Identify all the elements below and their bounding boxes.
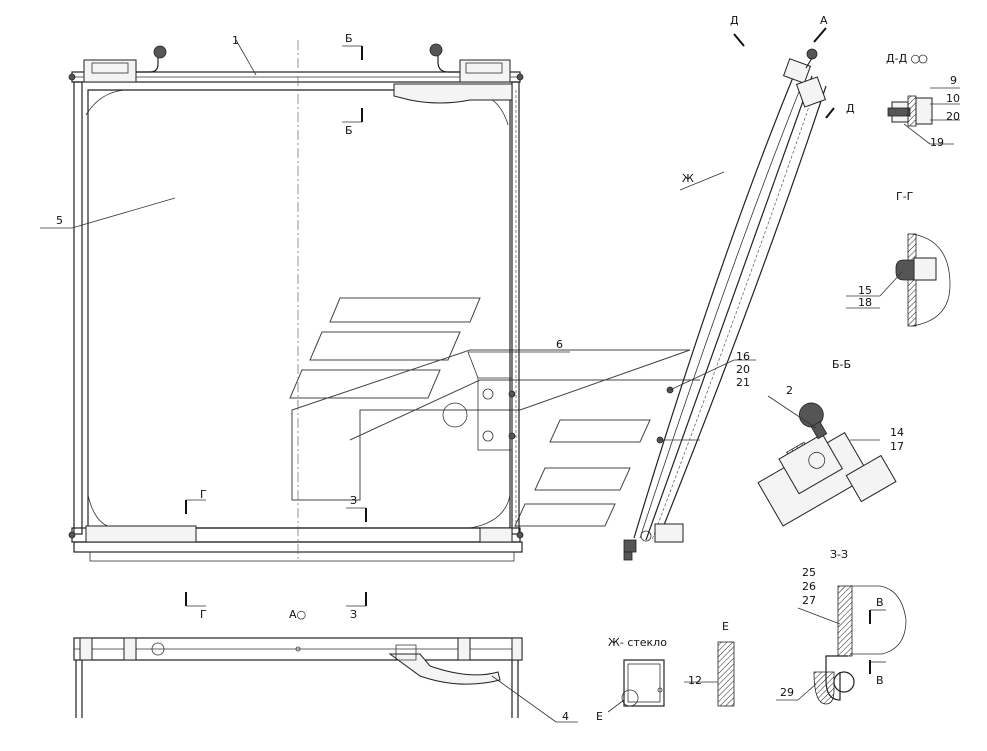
- callout-2: 2: [786, 384, 793, 397]
- main-front-view: [40, 39, 570, 607]
- section-mark-B-top: Б: [345, 32, 353, 45]
- section-mark-Z-top: З: [350, 494, 358, 507]
- section-mark-G-top: Г: [200, 488, 207, 501]
- callout-17: 17: [890, 440, 904, 453]
- callout-9: 9: [950, 74, 957, 87]
- callout-14: 14: [890, 426, 904, 439]
- view-marker-circle-icon: ○: [296, 608, 307, 621]
- view-E: [684, 641, 735, 707]
- section-mark-V-top: В: [876, 596, 884, 609]
- callout-16: 16: [736, 350, 750, 363]
- callout-10: 10: [946, 92, 960, 105]
- view-ZZ-title: З-З: [830, 548, 849, 561]
- view-marker-circle-icon: ○: [910, 52, 921, 65]
- callout-5: 5: [56, 214, 63, 227]
- callout-1: 1: [232, 34, 239, 47]
- callout-29: 29: [780, 686, 794, 699]
- watermark-logo: [289, 297, 700, 527]
- section-BB: [757, 395, 897, 527]
- section-mark-B-bottom: Б: [345, 124, 353, 137]
- bottom-view: [73, 637, 578, 723]
- section-ZZ: [776, 585, 907, 705]
- section-GG: [846, 233, 951, 327]
- section-mark-Z-bottom: З: [350, 608, 358, 621]
- callout-25: 25: [802, 566, 816, 579]
- callout-19: 19: [930, 136, 944, 149]
- callout-12: 12: [688, 674, 702, 687]
- callout-21: 21: [736, 376, 750, 389]
- section-mark-V-bottom: В: [876, 674, 884, 687]
- section-mark-D-top: Д: [730, 14, 739, 27]
- callout-20-side: 20: [736, 363, 750, 376]
- arrow-Zh-label: Ж: [682, 172, 694, 185]
- view-DD-title: Д-Д ○: [886, 52, 921, 65]
- callout-26: 26: [802, 580, 816, 593]
- callout-15: 15: [858, 284, 872, 297]
- section-mark-G-bottom: Г: [200, 608, 207, 621]
- section-DD: [887, 54, 960, 145]
- callout-27: 27: [802, 594, 816, 607]
- view-A-label: А○: [289, 608, 307, 621]
- view-E-title: Е: [722, 620, 729, 633]
- side-view: [623, 27, 835, 561]
- view-Zh-title: Ж- стекло: [608, 636, 667, 649]
- callout-20-dd: 20: [946, 110, 960, 123]
- lead-E-label: Е: [596, 710, 603, 723]
- view-BB-title: Б-Б: [832, 358, 852, 371]
- callout-4: 4: [562, 710, 569, 723]
- callout-6: 6: [556, 338, 563, 351]
- callout-18: 18: [858, 296, 872, 309]
- view-GG-title: Г-Г: [896, 190, 914, 203]
- section-mark-D-bottom: Д: [846, 102, 855, 115]
- view-Zh-glass: [607, 659, 665, 713]
- arrow-A-label: А: [820, 14, 828, 27]
